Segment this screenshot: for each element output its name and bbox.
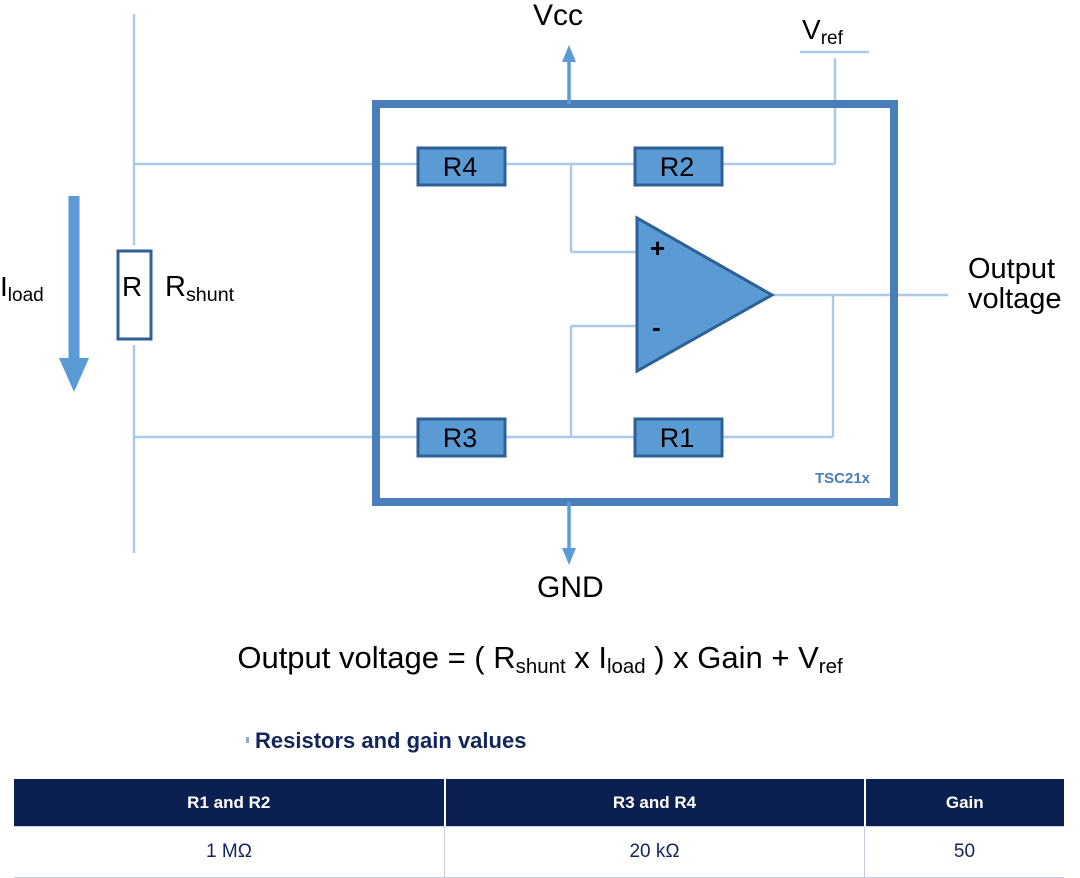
opamp-triangle bbox=[635, 215, 776, 374]
formula-sub-load: load bbox=[606, 655, 646, 679]
formula-mid-1: x I bbox=[565, 640, 607, 675]
iload-base: I bbox=[0, 271, 8, 302]
table-row: 1 MΩ 20 kΩ 50 bbox=[14, 826, 1064, 878]
opamp-noninverting-input-sign: + bbox=[650, 233, 666, 263]
formula-mid-2: ) x Gain + V bbox=[645, 640, 819, 675]
vcc-label: Vcc bbox=[533, 0, 584, 32]
formula-lead: Output voltage = ( R bbox=[237, 640, 516, 675]
table-cell-r1-r2-value: 1 MΩ bbox=[14, 826, 445, 878]
table-cell-r3-r4-value: 20 kΩ bbox=[444, 826, 865, 878]
ic-package-outline bbox=[372, 100, 898, 506]
table-cell-gain-value: 50 bbox=[864, 826, 1064, 878]
gnd-label: GND bbox=[537, 571, 604, 604]
resistor-r4-body bbox=[416, 146, 507, 187]
heading-bullet-marker bbox=[246, 737, 249, 743]
vref-subscript: ref bbox=[820, 27, 843, 49]
rshunt-symbol bbox=[116, 249, 153, 341]
resistor-r1-body bbox=[633, 417, 724, 458]
iload-arrow bbox=[59, 196, 89, 392]
opamp-inverting-input-sign: - bbox=[652, 312, 661, 342]
iload-label: Iload bbox=[0, 271, 44, 305]
section-heading: Resistors and gain values bbox=[255, 728, 527, 753]
resistor-r2-body bbox=[633, 146, 724, 187]
vref-base: V bbox=[802, 14, 821, 45]
current-sense-schematic bbox=[59, 14, 948, 565]
output-line-1: Output bbox=[968, 253, 1056, 285]
rshunt-symbol-letter: R bbox=[122, 271, 143, 302]
output-line-2: voltage bbox=[968, 283, 1062, 316]
table-header-r3-r4: R3 and R4 bbox=[444, 779, 866, 827]
table-header-r1-r2: R1 and R2 bbox=[14, 779, 446, 827]
rshunt-subscript: shunt bbox=[185, 283, 235, 306]
device-name-label: TSC21x bbox=[815, 470, 871, 487]
vcc-arrow bbox=[562, 45, 576, 104]
formula-sub-ref: ref bbox=[818, 655, 843, 679]
rshunt-label: Rshunt bbox=[165, 271, 234, 305]
iload-subscript: load bbox=[7, 284, 44, 306]
resistors-and-gain-table: R1 and R2 R3 and R4 Gain 1 MΩ 20 kΩ 50 bbox=[14, 779, 1064, 878]
rshunt-base: R bbox=[165, 271, 186, 303]
resistor-r1-label: R1 bbox=[659, 423, 695, 453]
wire-group bbox=[132, 14, 948, 553]
table-header-gain: Gain bbox=[864, 779, 1064, 827]
gnd-arrow bbox=[562, 502, 576, 565]
output-voltage-formula: Output voltage = ( Rshunt x Iload ) x Ga… bbox=[0, 640, 1080, 679]
table-header-row: R1 and R2 R3 and R4 Gain bbox=[14, 779, 1064, 827]
vref-label: Vref bbox=[802, 14, 843, 48]
resistor-r3-body bbox=[416, 417, 507, 458]
resistor-r2-label: R2 bbox=[659, 152, 695, 182]
resistor-r3-label: R3 bbox=[442, 423, 478, 453]
formula-sub-shunt: shunt bbox=[515, 655, 566, 679]
resistor-r4-label: R4 bbox=[442, 152, 478, 182]
